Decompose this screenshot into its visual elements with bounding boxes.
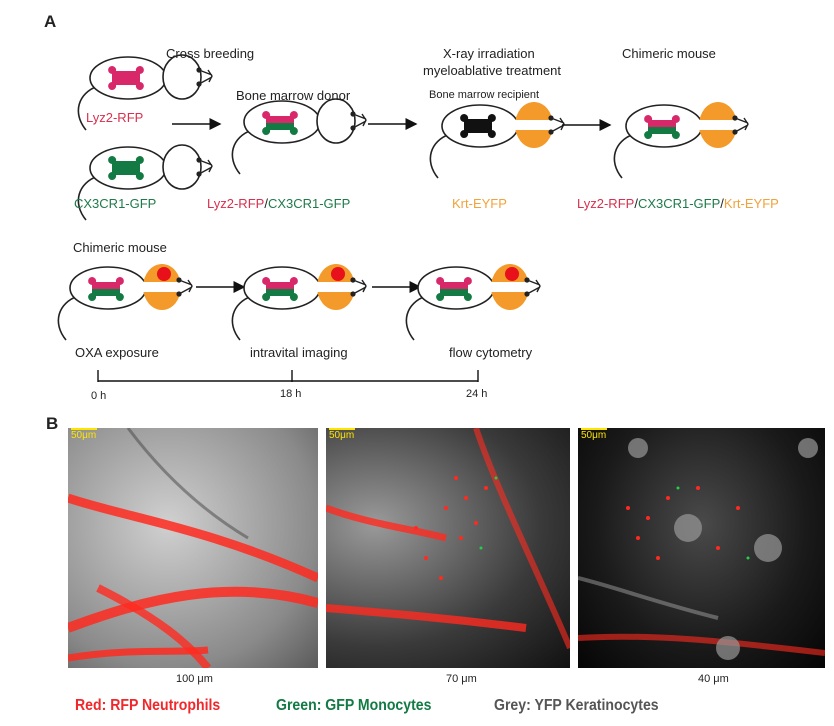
- schematic-drawing: [57, 54, 749, 382]
- micrograph-40um: 50μm: [578, 428, 825, 668]
- donor-title: Bone marrow donor: [236, 88, 351, 103]
- legend-red: Red: RFP Neutrophils: [75, 697, 221, 714]
- micrograph-70um: 50μm: [326, 428, 570, 668]
- step-flow: flow cytometry: [449, 345, 533, 360]
- time-18h: 18 h: [280, 388, 302, 400]
- depth-100um: 100 μm: [176, 673, 213, 685]
- chimeric-genotype: Lyz2-RFP/CX3CR1-GFP/Krt-EYFP: [577, 196, 779, 211]
- scale-bar: 50μm: [71, 428, 98, 441]
- scale-bar: 50μm: [581, 428, 608, 441]
- separator: /: [264, 196, 268, 211]
- genotype-orange: Krt-EYFP: [723, 196, 779, 211]
- micrograph-drawing: [326, 428, 570, 650]
- row2-title: Chimeric mouse: [73, 240, 167, 255]
- mouse-chimeric-flow: [405, 263, 541, 341]
- step-oxa: OXA exposure: [75, 345, 159, 360]
- micrograph-drawing: [578, 438, 825, 660]
- time-0h: 0 h: [91, 390, 107, 402]
- scale-bar: 50μm: [329, 428, 356, 441]
- genotype-red: Lyz2-RFP: [577, 196, 635, 211]
- xray-title-2: myeloablative treatment: [423, 63, 562, 78]
- depth-70um: 70 μm: [446, 673, 477, 685]
- mouse-chimeric: [613, 101, 749, 179]
- panel-a-label: A: [44, 12, 57, 31]
- panel-b-label: B: [46, 414, 59, 433]
- donor-genotype: Lyz2-RFP/CX3CR1-GFP: [207, 196, 350, 211]
- mouse-chimeric-oxa: [57, 263, 193, 341]
- genotype-red: Lyz2-RFP: [207, 196, 265, 211]
- mouse-recipient: [429, 101, 565, 179]
- lyz2-rfp-label: Lyz2-RFP: [86, 110, 144, 125]
- mouse-chimeric-imaging: [231, 263, 367, 341]
- legend-grey: Grey: YFP Keratinocytes: [494, 697, 659, 714]
- legend-green: Green: GFP Monocytes: [276, 697, 432, 714]
- genotype-green: CX3CR1-GFP: [637, 196, 721, 211]
- xray-title-1: X-ray irradiation: [443, 46, 535, 61]
- recipient-title: Bone marrow recipient: [429, 89, 540, 101]
- separator: /: [634, 196, 638, 211]
- timeline: [97, 370, 479, 382]
- micrograph-100um: 50μm: [68, 428, 318, 668]
- chimeric-title: Chimeric mouse: [622, 46, 716, 61]
- depth-40um: 40 μm: [698, 673, 729, 685]
- step-imaging: intravital imaging: [250, 345, 348, 360]
- time-24h: 24 h: [466, 388, 488, 400]
- recipient-genotype: Krt-EYFP: [452, 196, 507, 211]
- mouse-donor: [231, 98, 367, 175]
- cx3cr1-gfp-label: CX3CR1-GFP: [74, 196, 157, 211]
- cross-breeding-title: Cross breeding: [166, 46, 255, 61]
- micrograph-drawing: [68, 428, 318, 668]
- separator: /: [720, 196, 724, 211]
- genotype-green: CX3CR1-GFP: [267, 196, 351, 211]
